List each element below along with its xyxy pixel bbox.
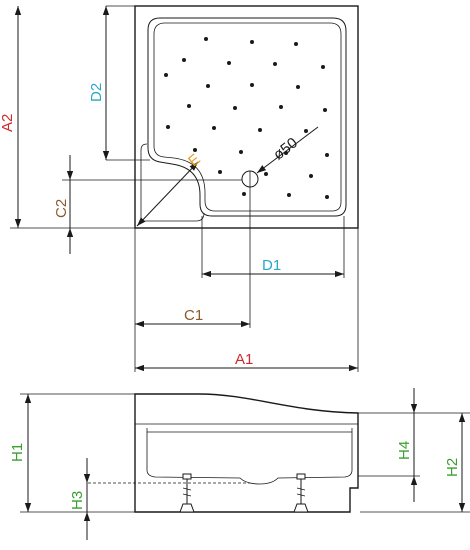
dim-H1: H1 [9, 394, 32, 512]
tray-side-outline [134, 393, 359, 513]
top-view: ø50 E A2 D2 C2 [0, 5, 359, 372]
tray-basin-edge [153, 22, 342, 212]
svg-text:A2: A2 [0, 114, 16, 132]
tray-inner-rim [147, 17, 347, 217]
svg-text:C2: C2 [53, 199, 70, 218]
adjustable-foot-left [179, 473, 195, 513]
svg-text:D2: D2 [88, 83, 105, 102]
dim-H4: H4 [396, 388, 418, 502]
svg-text:H2: H2 [444, 458, 461, 477]
tray-outline [134, 5, 359, 229]
svg-text:A1: A1 [235, 351, 253, 368]
dim-E-label: E [185, 151, 204, 170]
dim-E-line [136, 161, 199, 227]
anti-slip-dots [164, 37, 329, 199]
dim-D2: D2 [88, 6, 110, 160]
dim-A2: A2 [0, 6, 22, 228]
tray-side-basin [146, 428, 353, 485]
side-view: H1 H3 H4 H2 [9, 388, 470, 540]
dim-C1: C1 [135, 307, 250, 328]
dim-H3: H3 [69, 458, 91, 540]
dim-D1: D1 [202, 257, 344, 278]
svg-text:H3: H3 [69, 491, 86, 510]
dim-C2: C2 [53, 155, 74, 254]
svg-text:H4: H4 [396, 441, 413, 460]
svg-text:H1: H1 [9, 443, 26, 462]
adjustable-foot-right [293, 473, 309, 513]
svg-text:C1: C1 [184, 307, 203, 324]
svg-text:D1: D1 [262, 257, 281, 274]
dim-H2: H2 [444, 413, 466, 512]
dim-A1: A1 [135, 351, 358, 372]
drain-diameter-leader [256, 126, 319, 174]
